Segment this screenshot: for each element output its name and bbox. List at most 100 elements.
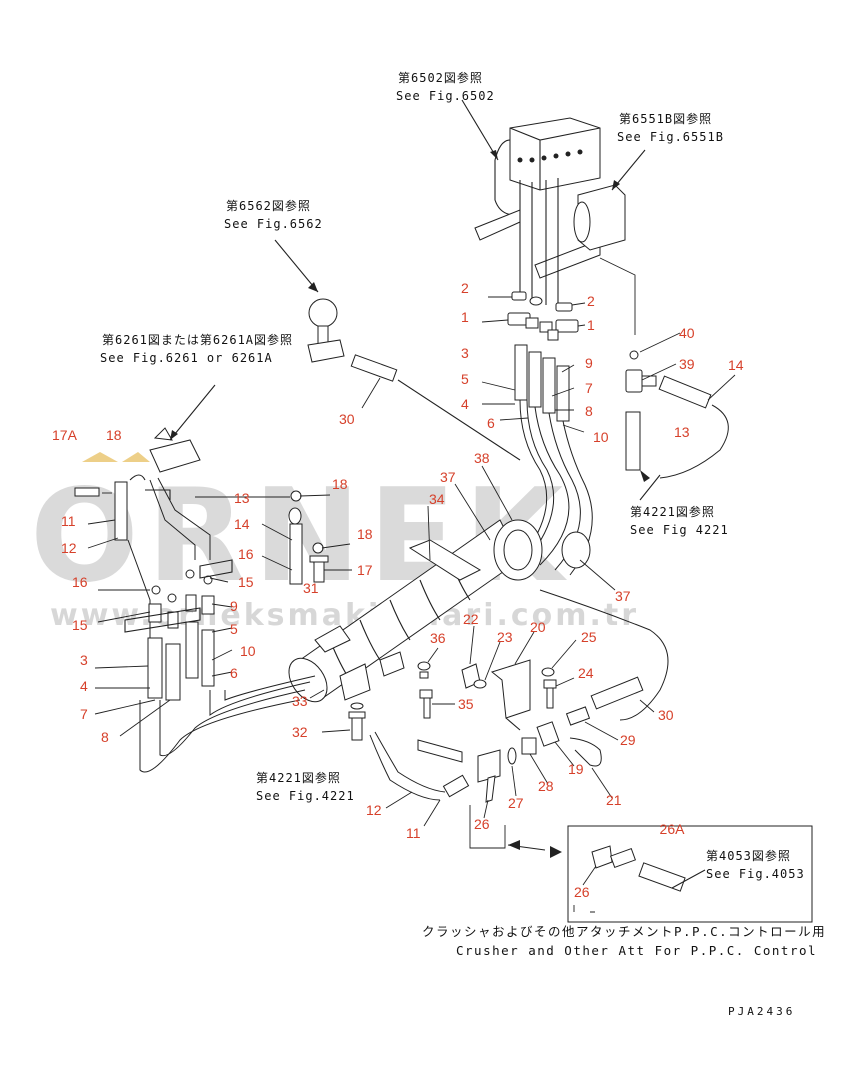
callout: 17 [357,562,373,578]
leader-lines [87,332,736,886]
callout: 4 [461,396,469,412]
callout: 16 [72,574,88,590]
callout: 15 [72,617,88,633]
callout: 37 [615,588,631,604]
callout: 34 [429,491,445,507]
callout: 4 [80,678,88,694]
caption-en: Crusher and Other Att For P.P.C. Control [456,943,817,958]
inset-box-26a: 26A [567,821,813,923]
callout: 37 [440,469,456,485]
callout: 35 [458,696,474,712]
pipe-group-lower [369,731,470,801]
callout: 18 [357,526,373,542]
diagram-caption: クラッシャおよびその他アタッチメントP.P.C.コントロール用 Crusher … [422,924,826,958]
callout: 24 [578,665,594,681]
callout: 13 [234,490,250,506]
callout: 10 [240,643,256,659]
callout: 12 [61,540,77,556]
callout: 30 [658,707,674,723]
callout: 3 [461,345,469,361]
callout: 3 [80,652,88,668]
ref-4053-en: See Fig.4053 [706,867,805,881]
ref-6502-jp: 第6502図参照 [398,70,483,85]
hose-group-right [625,350,729,501]
callout: 10 [593,429,609,445]
callout: 15 [238,574,254,590]
part-callouts: 2 1 2 1 3 5 4 6 9 7 8 10 40 39 14 13 30 … [52,280,744,900]
callout: 1 [461,309,469,325]
control-valve-assembly [461,99,646,335]
drawing-code: PJA2436 [728,1005,795,1018]
ref-6562-en: See Fig.6562 [224,217,323,231]
fittings-group-left [124,559,233,701]
figure-references: 第6502図参照 See Fig.6502 第6551B図参照 See Fig.… [100,70,805,881]
callout: 27 [508,795,524,811]
watermark-url: www.orneksmakinalari.com.tr [50,598,639,633]
ref-4221-right-en: See Fig 4221 [630,523,729,537]
ref-6261-jp: 第6261図または第6261A図参照 [102,332,293,347]
callout: 2 [587,293,595,309]
clamp-hardware [348,659,557,741]
callout: 14 [728,357,744,373]
caption-jp: クラッシャおよびその他アタッチメントP.P.C.コントロール用 [422,924,826,939]
callout: 33 [292,693,308,709]
callout: 38 [474,450,490,466]
callout: 8 [585,403,593,419]
boom-pipe-assembly [139,519,669,773]
callout: 13 [674,424,690,440]
callout: 23 [497,629,513,645]
ref-4221-right-jp: 第4221図参照 [630,504,715,519]
left-bracket-assembly [74,384,216,640]
callout: 36 [430,630,446,646]
callout: 14 [234,516,250,532]
callout: 12 [366,802,382,818]
callout: 18 [332,476,348,492]
callout: 39 [679,356,695,372]
callout: 17A [52,427,78,443]
callout: 40 [679,325,695,341]
callout: 6 [230,665,238,681]
ref-6562-jp: 第6562図参照 [226,198,311,213]
ref-4221-lower-jp: 第4221図参照 [256,770,341,785]
callout: 31 [303,580,319,596]
callout: 32 [292,724,308,740]
callout: 25 [581,629,597,645]
ref-6502-en: See Fig.6502 [396,89,495,103]
callout: 28 [538,778,554,794]
callout: 1 [587,317,595,333]
inset-box-label: 26A [660,821,686,837]
ref-4221-lower-en: See Fig.4221 [256,789,355,803]
callout: 7 [80,706,88,722]
callout: 2 [461,280,469,296]
watermark-logo-mark [122,452,150,462]
ref-6551b-jp: 第6551B図参照 [619,111,712,126]
ref-6261-en: See Fig.6261 or 6261A [100,351,273,365]
callout: 16 [238,546,254,562]
fittings-group-middle [288,490,329,585]
callout: 26 [574,884,590,900]
watermark-logo-mark [82,452,118,462]
ref-6551b-en: See Fig.6551B [617,130,724,144]
callout: 6 [487,415,495,431]
pilot-hoses-upper [514,344,593,576]
fittings-group-upper [481,291,586,341]
callout: 5 [461,371,469,387]
callout: 22 [463,611,479,627]
hose-30-upper [350,354,521,461]
callout: 11 [406,825,421,841]
callout: 5 [230,621,238,637]
joystick-reference-part [274,239,345,363]
fittings-group-lower-right [469,676,644,858]
callout: 20 [530,619,546,635]
callout: 8 [101,729,109,745]
callout: 18 [106,427,122,443]
callout: 30 [339,411,355,427]
callout: 29 [620,732,636,748]
callout: 26 [474,816,490,832]
callout: 9 [230,598,238,614]
callout: 11 [61,513,76,529]
callout: 9 [585,355,593,371]
callout: 21 [606,792,622,808]
